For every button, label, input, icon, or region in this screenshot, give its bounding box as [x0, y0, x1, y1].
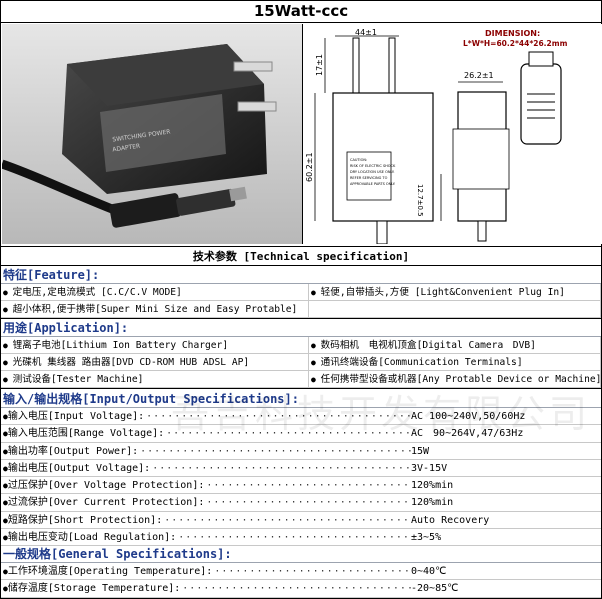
io-row: 短路保护[Short Protection]:·················… [1, 512, 601, 530]
technical-spec-header: 技术参数 [Technical specification] [1, 246, 601, 266]
width-label: 44±1 [355, 28, 377, 37]
general-row: 工作环境温度[Operating Temperature]:··········… [1, 563, 601, 581]
io-row: 过流保护[Over Current Protection]:··········… [1, 494, 601, 512]
general-section: 一般规格[General Specifications]: 工作环境温度[Ope… [1, 546, 601, 599]
io-row: 输入电压范围[Range Voltage]:··················… [1, 425, 601, 443]
general-row: 储存温度[Storage Temperature]:··············… [1, 580, 601, 598]
dimension-formula: L*W*H=60.2*44*26.2mm [463, 39, 568, 48]
adapter-photo-illustration: SWITCHING POWER ADAPTER [2, 24, 302, 244]
io-key: 短路保护[Short Protection]: [7, 514, 163, 526]
leader-dots: ········································… [140, 445, 411, 457]
leader-dots: ········································… [206, 497, 411, 509]
leader-dots: ········································… [214, 566, 411, 577]
feature-item: 定电压,定电流模式 [C.C/C.V MODE] [1, 284, 309, 301]
io-value: ±3~5% [411, 532, 442, 544]
feature-item: 轻便,自带插头,方便 [Light&Convenient Plug In] [309, 284, 601, 301]
feature-title: 特征[Feature]: [1, 267, 601, 284]
leader-dots: ········································… [206, 480, 411, 492]
io-row: 输入电压[Input Voltage]:····················… [1, 408, 601, 426]
leader-dots: ········································… [146, 411, 411, 422]
caution-line-1: CAUTION: [350, 158, 367, 162]
io-key: 输入电压范围[Range Voltage]: [7, 428, 165, 440]
application-title: 用途[Application]: [1, 320, 601, 337]
application-item: 任何携带型设备或机器[Any Protable Device or Machin… [309, 371, 601, 388]
io-row: 输出电压[Output Voltage]:···················… [1, 460, 601, 478]
general-key: 储存温度[Storage Temperature]: [7, 583, 181, 595]
io-value: 120%min [411, 497, 454, 509]
io-key: 输出功率[Output Power]: [7, 445, 139, 457]
leader-dots: ········································… [152, 462, 411, 474]
general-key: 工作环境温度[Operating Temperature]: [7, 566, 213, 577]
application-item: 通讯终端设备[Communication Terminals] [309, 354, 601, 371]
io-key: 输出电压变动[Load Regulation]: [7, 532, 177, 544]
product-photo: SWITCHING POWER ADAPTER [2, 24, 302, 244]
application-section: 用途[Application]: 锂离子电池[Lithium Ion Batte… [1, 320, 601, 389]
application-item: 光碟机 集线器 路由器[DVD CD-ROM HUB ADSL AP] [1, 354, 309, 371]
io-value: AC 90~264V,47/63Hz [411, 428, 524, 440]
io-value: 15W [411, 445, 430, 457]
pin-dimension-label: 12.7±0.5 [416, 184, 424, 217]
io-section: 输入/输出规格[Input/Output Specifications]: 输入… [1, 391, 601, 548]
io-value: 3V-15V [411, 462, 448, 474]
io-key: 过压保护[Over Voltage Protection]: [7, 480, 205, 492]
depth-label: 26.2±1 [464, 71, 494, 80]
application-item: 测试设备[Tester Machine] [1, 371, 309, 388]
leader-dots: ········································… [182, 583, 411, 595]
dimension-diagram: DIMENSION: L*W*H=60.2*44*26.2mm 44±1 CAU… [305, 28, 568, 245]
dimension-heading: DIMENSION: [485, 29, 540, 38]
caution-line-2: RISK OF ELECTRIC SHOCK [350, 164, 396, 168]
general-title: 一般规格[General Specifications]: [1, 546, 601, 563]
dimension-drawing: DIMENSION: L*W*H=60.2*44*26.2mm 44±1 CAU… [302, 24, 602, 245]
leader-dots: ········································… [178, 532, 411, 544]
io-key: 输入电压[Input Voltage]: [7, 411, 145, 422]
leader-dots: ········································… [166, 428, 411, 440]
general-value: -20~85℃ [411, 583, 459, 595]
left-dimension-label: 17±1 [315, 54, 324, 76]
feature-item-empty [309, 301, 601, 318]
io-row: 输出电压变动[Load Regulation]:················… [1, 529, 601, 547]
io-key: 输出电压[Output Voltage]: [7, 462, 151, 474]
io-row: 过压保护[Over Voltage Protection]:··········… [1, 477, 601, 495]
general-value: 0~40℃ [411, 566, 447, 577]
caution-line-4: REFER SERVICING TO [350, 176, 388, 180]
photo-label-line-2: ADAPTER [112, 143, 141, 154]
caution-line-5: APPROVABLE PARTS ONLY. [350, 182, 396, 186]
feature-section: 特征[Feature]: 定电压,定电流模式 [C.C/C.V MODE] 轻便… [1, 267, 601, 319]
product-title: 15Watt-ccc [1, 1, 601, 23]
io-key: 过流保护[Over Current Protection]: [7, 497, 205, 509]
leader-dots: ········································… [164, 514, 411, 526]
io-title: 输入/输出规格[Input/Output Specifications]: [1, 391, 601, 408]
application-item: 锂离子电池[Lithium Ion Battery Charger] [1, 337, 309, 354]
application-item: 数码相机 电视机顶盒[Digital Camera DVB] [309, 337, 601, 354]
io-value: AC 100~240V,50/60Hz [411, 411, 526, 422]
height-dimension-label: 60.2±1 [305, 152, 314, 182]
io-value: 120%min [411, 480, 454, 492]
io-value: Auto Recovery [411, 514, 490, 526]
caution-line-3: DRY LOCATION USE ONLY. [350, 170, 395, 174]
feature-item: 超小体积,便于携带[Super Mini Size and Easy Prota… [1, 301, 309, 318]
io-row: 输出功率[Output Power]:·····················… [1, 443, 601, 460]
